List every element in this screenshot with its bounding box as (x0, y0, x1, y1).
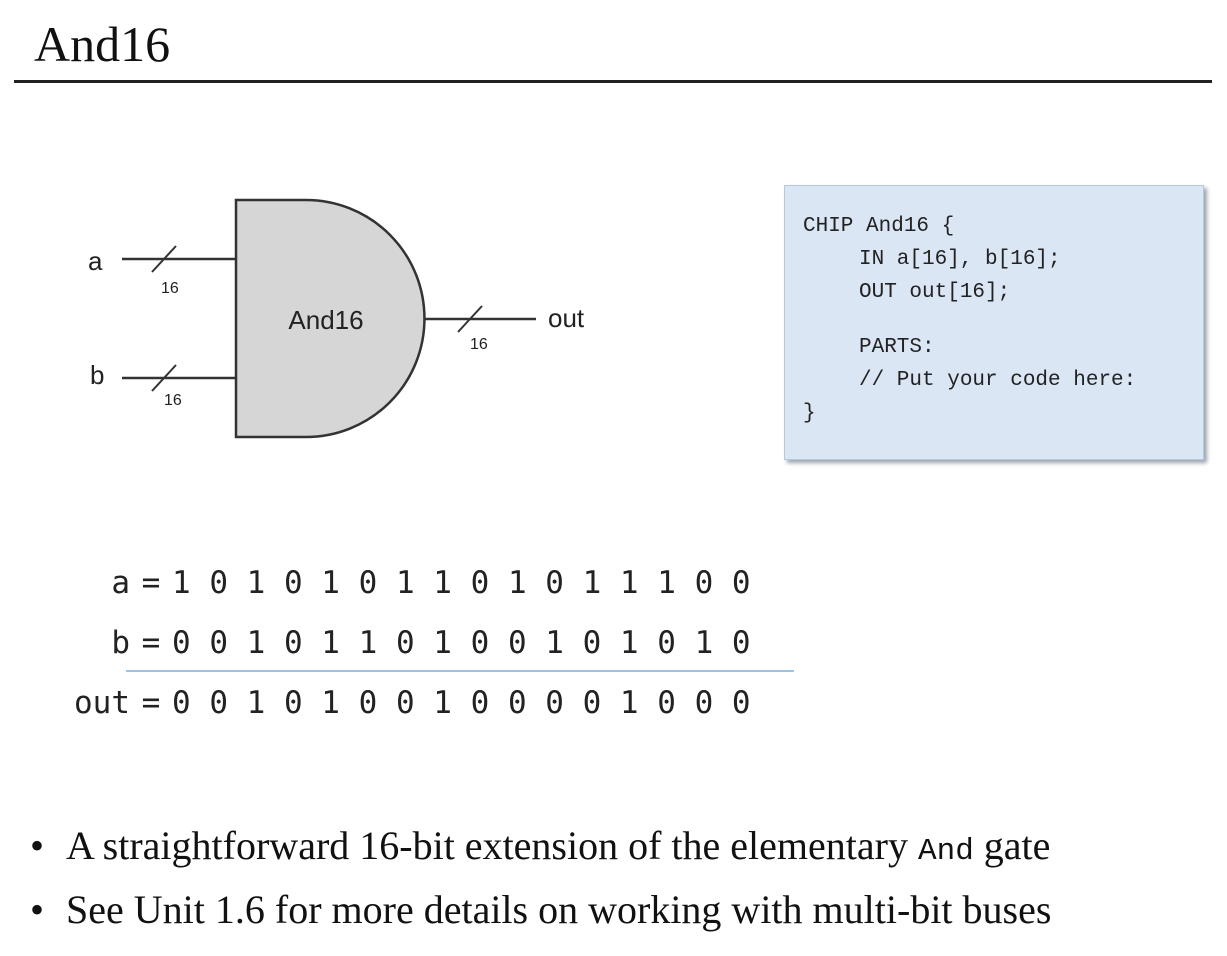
title-rule (14, 80, 1212, 83)
bits-label-out: out (74, 685, 130, 721)
input-a-label: a (88, 246, 103, 276)
code-gap (803, 309, 1203, 331)
bullet-2-text: See Unit 1.6 for more details on working… (66, 887, 1052, 932)
input-b-label: b (90, 360, 104, 390)
and16-gate-diagram: a 16 b 16 And16 out 16 (88, 198, 585, 439)
bits-equals-b: = (141, 625, 161, 661)
output-label: out (548, 303, 585, 333)
bullet-item-2: • See Unit 1.6 for more details on workin… (30, 882, 1051, 946)
gate-label: And16 (288, 305, 363, 335)
bits-row-b: b = 0 0 1 0 1 1 0 1 0 0 1 0 1 0 1 0 (50, 620, 751, 680)
code-line-out: OUT out[16]; (859, 281, 1011, 304)
bullet-marker-2: • (30, 887, 45, 932)
bits-label-a: a (111, 565, 130, 601)
bitwise-example: a = 1 0 1 0 1 0 1 1 0 1 0 1 1 1 0 0 b = 0 0 … (50, 560, 751, 740)
code-line-in: IN a[16], b[16]; (859, 248, 1061, 271)
bullet-marker-1: • (30, 823, 45, 868)
bits-equals-a: = (141, 565, 161, 601)
bits-label-b: b (111, 625, 130, 661)
bits-row-a: a = 1 0 1 0 1 0 1 1 0 1 0 1 1 1 0 0 (50, 560, 751, 620)
bits-equals-out: = (141, 685, 161, 721)
bullet-1-code: And (917, 834, 974, 869)
bits-sum-rule (126, 670, 794, 672)
hdl-code-box: CHIP And16 { IN a[16], b[16]; OUT out[16… (784, 185, 1204, 460)
bits-value-out: 0 0 1 0 1 0 0 1 0 0 0 0 1 0 0 0 (172, 685, 751, 721)
bits-value-a: 1 0 1 0 1 0 1 1 0 1 0 1 1 1 0 0 (172, 565, 751, 601)
code-line-chip: CHIP And16 { (803, 215, 955, 238)
bits-value-b: 0 0 1 0 1 1 0 1 0 0 1 0 1 0 1 0 (172, 625, 751, 661)
code-line-parts: PARTS: (859, 336, 935, 359)
bullet-list: • A straightforward 16-bit extension of t… (30, 818, 1051, 946)
and-gate-body (234, 198, 426, 439)
output-bus-slash (457, 305, 483, 333)
input-b-bus-slash (151, 364, 177, 392)
input-b-width: 16 (164, 392, 182, 409)
bullet-item-1: • A straightforward 16-bit extension of t… (30, 818, 1051, 882)
code-line-comment: // Put your code here: (859, 369, 1137, 392)
input-a-bus-slash (151, 245, 177, 273)
bullet-1-tail: gate (973, 823, 1051, 868)
slide-title: And16 (34, 16, 171, 72)
bullet-1-text: A straightforward 16-bit extension of th… (66, 823, 918, 868)
bits-row-out: out = 0 0 1 0 1 0 0 1 0 0 0 0 1 0 0 0 (50, 680, 751, 740)
code-line-close: } (803, 402, 816, 425)
input-a-width: 16 (161, 280, 179, 297)
output-width: 16 (470, 336, 488, 353)
